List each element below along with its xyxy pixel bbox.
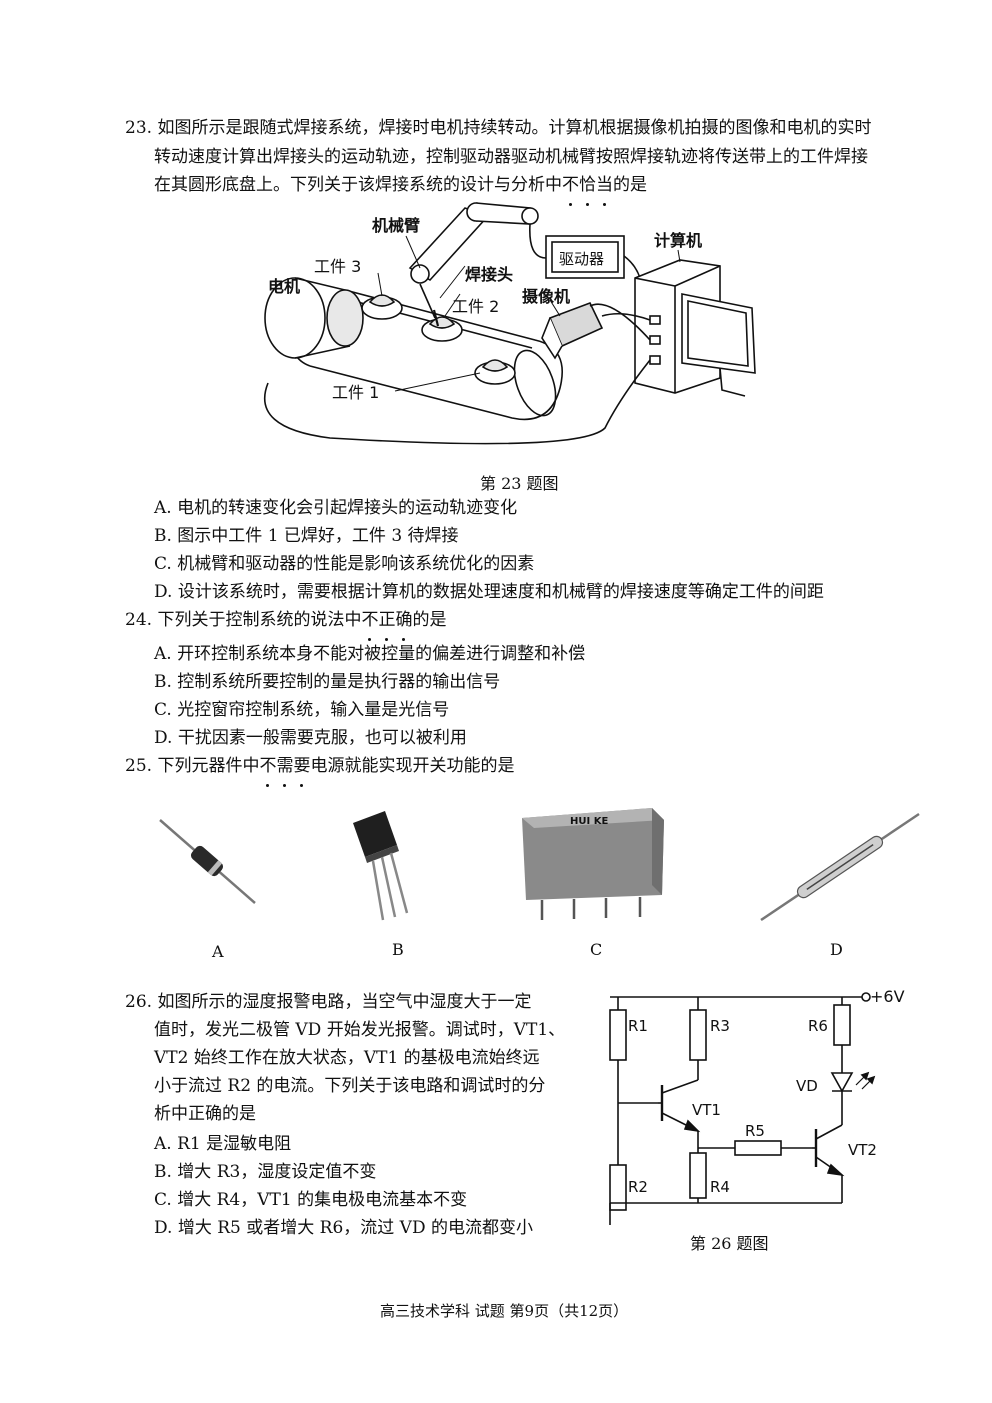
q26-stem-line1: 26. 如图所示的湿度报警电路，当空气中湿度大于一定 bbox=[125, 992, 532, 1012]
q26-stem-line4: 小于流过 R2 的电流。下列关于该电路和调试时的分 bbox=[154, 1076, 546, 1096]
page-footer: 高三技术学科 试题 第9页（共12页） bbox=[380, 1302, 629, 1320]
humidity-alarm-circuit: +6V R1 R2 R3 R4 R5 R6 VD VT1 VT2 bbox=[609, 987, 905, 1225]
reed-switch-component-image bbox=[760, 812, 920, 922]
label-arm: 机械臂 bbox=[372, 216, 420, 235]
label-r2: R2 bbox=[628, 1178, 648, 1196]
label-vt2: VT2 bbox=[848, 1141, 877, 1159]
q23-caption: 第 23 题图 bbox=[480, 474, 559, 493]
label-driver: 驱动器 bbox=[559, 250, 604, 268]
label-r6: R6 bbox=[808, 1017, 828, 1035]
q26-option-c: C. 增大 R4，VT1 的集电极电流基本不变 bbox=[154, 1190, 468, 1210]
q26-option-a: A. R1 是湿敏电阻 bbox=[154, 1134, 292, 1154]
q23-option-a: A. 电机的转速变化会引起焊接头的运动轨迹变化 bbox=[154, 498, 518, 518]
label-r4: R4 bbox=[710, 1178, 730, 1196]
label-supply: +6V bbox=[870, 987, 905, 1006]
q23-option-b: B. 图示中工件 1 已焊好，工件 3 待焊接 bbox=[154, 526, 459, 546]
q26-option-b: B. 增大 R3，湿度设定值不变 bbox=[154, 1162, 377, 1182]
welding-system-figure: 机械臂 驱动器 计算机 电机 工件 3 焊接头 工件 2 摄像机 工件 1 bbox=[263, 202, 756, 445]
q26-stem-line3: VT2 始终工作在放大状态，VT1 的基极电流始终远 bbox=[154, 1048, 540, 1068]
transistor-component-image bbox=[353, 811, 409, 921]
label-computer: 计算机 bbox=[654, 231, 702, 250]
relay-marking: HUI KE bbox=[570, 816, 608, 827]
label-camera: 摄像机 bbox=[522, 287, 570, 306]
label-weld-head: 焊接头 bbox=[465, 265, 513, 284]
q25-label-a: A bbox=[212, 942, 224, 961]
q25-label-b: B bbox=[392, 940, 404, 959]
label-workpiece2: 工件 2 bbox=[452, 297, 499, 316]
label-r1: R1 bbox=[628, 1017, 648, 1035]
q25-label-c: C bbox=[590, 940, 603, 959]
label-r3: R3 bbox=[710, 1017, 730, 1035]
label-r5: R5 bbox=[745, 1122, 765, 1140]
q23-stem-line2: 转动速度计算出焊接头的运动轨迹，控制驱动器驱动机械臂按照焊接轨迹将传送带上的工件… bbox=[154, 147, 868, 167]
q24-option-d: D. 干扰因素一般需要克服，也可以被利用 bbox=[154, 728, 467, 748]
relay-component-image: HUI KE bbox=[522, 808, 664, 920]
q23-option-c: C. 机械臂和驱动器的性能是影响该系统优化的因素 bbox=[154, 554, 535, 574]
label-vd: VD bbox=[796, 1077, 818, 1095]
q23-stem-line1: 23. 如图所示是跟随式焊接系统，焊接时电机持续转动。计算机根据摄像机拍摄的图像… bbox=[125, 118, 872, 138]
label-workpiece1: 工件 1 bbox=[332, 383, 379, 402]
q26-stem-line2: 值时，发光二极管 VD 开始发光报警。调试时，VT1、 bbox=[154, 1020, 566, 1040]
q24-stem: 24. 下列关于控制系统的说法中不正确的是 bbox=[125, 606, 446, 641]
q26-caption: 第 26 题图 bbox=[690, 1234, 769, 1253]
label-workpiece3: 工件 3 bbox=[314, 257, 361, 276]
q23-stem-line3: 在其圆形底盘上。下列关于该焊接系统的设计与分析中不恰当的是 bbox=[154, 171, 647, 206]
q23-option-d: D. 设计该系统时，需要根据计算机的数据处理速度和机械臂的焊接速度等确定工件的间… bbox=[154, 582, 824, 602]
q24-option-b: B. 控制系统所要控制的量是执行器的输出信号 bbox=[154, 672, 501, 692]
label-vt1: VT1 bbox=[692, 1101, 721, 1119]
q26-stem-line5: 析中正确的是 bbox=[154, 1104, 256, 1124]
q25-label-d: D bbox=[830, 940, 843, 959]
q24-option-a: A. 开环控制系统本身不能对被控量的偏差进行调整和补偿 bbox=[154, 644, 586, 664]
label-motor: 电机 bbox=[268, 277, 300, 296]
q24-option-c: C. 光控窗帘控制系统，输入量是光信号 bbox=[154, 700, 450, 720]
diode-component-image bbox=[159, 819, 256, 904]
q25-stem: 25. 下列元器件中不需要电源就能实现开关功能的是 bbox=[125, 752, 514, 787]
q26-option-d: D. 增大 R5 或者增大 R6，流过 VD 的电流都变小 bbox=[154, 1218, 533, 1238]
